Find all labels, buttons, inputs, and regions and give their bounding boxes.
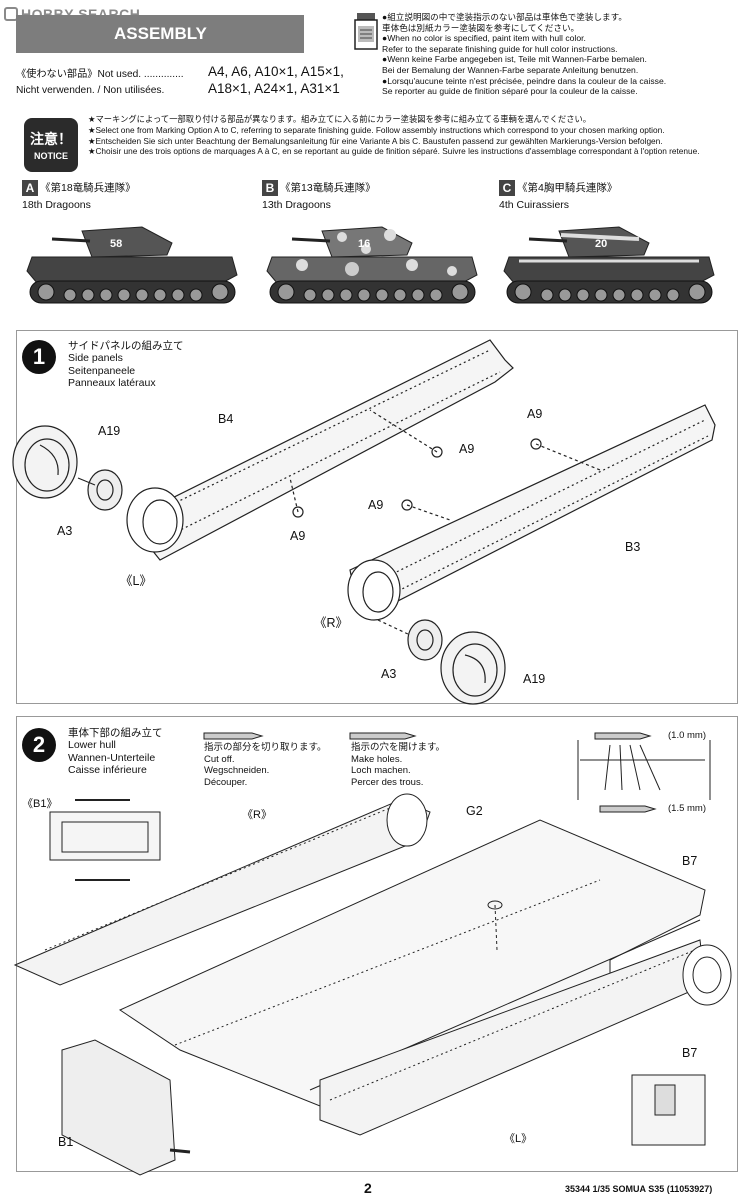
page-number: 2 (364, 1180, 372, 1196)
notice-line: ★Choisir une des trois options de marqua… (88, 146, 700, 157)
label-a19-left: A19 (98, 424, 121, 438)
step1-title: サイドパネルの組み立て Side panels Seitenpaneele Pa… (68, 340, 184, 390)
product-code: 35344 1/35 SOMUA S35 (11053927) (565, 1184, 713, 1194)
label-a9-mid: A9 (459, 442, 475, 456)
marking-letter: A (22, 180, 38, 196)
marking-option-a: A《第18竜騎兵連隊》 18th Dragoons (22, 180, 252, 211)
not-used-parts: A4, A6, A10×1, A15×1, A18×1, A24×1, A31×… (208, 63, 358, 97)
tank-turret-number: 58 (110, 238, 122, 250)
label-b4: B4 (218, 412, 234, 426)
step1-title-jp: サイドパネルの組み立て (68, 340, 184, 352)
step2-title-de: Wannen-Unterteile (68, 751, 156, 764)
assembly-title-bar: ASSEMBLY (16, 15, 304, 53)
not-used-line: 《使わない部品》Not used. .............. (16, 69, 184, 80)
cut-off-instruction: 指示の部分を切り取ります。 Cut off. Wegschneiden. Déc… (204, 742, 327, 788)
drill-size-1-5mm: (1.5 mm) (668, 803, 706, 814)
tank-turret-number: 16 (358, 238, 370, 250)
marking-letter: C (499, 180, 515, 196)
step1-title-en: Side panels (68, 352, 123, 365)
notice-text: ★マーキングによって一部取り付ける部品が異なります。組み立てに入る前にカラー塗装… (88, 114, 748, 157)
label-g2: G2 (466, 804, 483, 818)
notice-badge-en: NOTICE (33, 151, 68, 161)
step2-title-fr: Caisse inférieure (68, 764, 147, 777)
tank-illustration-b: 16 (266, 226, 478, 304)
step1-title-fr: Panneaux latéraux (68, 377, 156, 390)
label-b7: B7 (682, 854, 698, 868)
cut-de: Wegschneiden. (204, 765, 270, 776)
paint-note-line: ●Wenn keine Farbe angegeben ist, Teile m… (382, 54, 647, 65)
paint-note-line: Refer to the separate finishing guide fo… (382, 43, 618, 54)
marking-en: 18th Dragoons (22, 199, 91, 211)
notice-badge: 注意！ NOTICE (24, 118, 78, 172)
label-side-l: 《L》 (504, 1133, 533, 1145)
step2-number: 2 (22, 728, 56, 762)
not-used-label: 《使わない部品》Not used. .............. Nicht v… (16, 67, 184, 98)
tank-illustration-c: 20 (503, 226, 715, 304)
step2-title-en: Lower hull (68, 739, 116, 752)
marking-jp: 《第18竜騎兵連隊》 (40, 182, 136, 194)
marking-letter: B (262, 180, 278, 196)
label-a9-left-low: A9 (290, 529, 306, 543)
step1-title-de: Seitenpaneele (68, 364, 136, 377)
cut-en: Cut off. (204, 753, 235, 765)
label-a3-left: A3 (57, 524, 73, 538)
paint-note-line: Se reporter au guide de finition séparé … (382, 86, 638, 97)
notice-line: ★マーキングによって一部取り付ける部品が異なります。組み立てに入る前にカラー塗装… (88, 114, 592, 124)
watermark-logo-icon (4, 7, 18, 21)
label-b1: B1 (58, 1135, 74, 1149)
assembly-title: ASSEMBLY (114, 24, 207, 43)
not-used-line: Nicht verwenden. / Non utilisées. (16, 84, 165, 96)
step2-title: 車体下部の組み立て Lower hull Wannen-Unterteile C… (68, 727, 163, 777)
label-a3-right: A3 (381, 667, 397, 681)
marking-en: 13th Dragoons (262, 199, 331, 211)
notice-line: ★Select one from Marking Option A to C, … (88, 124, 665, 135)
paint-jar-icon (354, 13, 378, 50)
tank-turret-number: 20 (595, 238, 607, 250)
paint-note-line: ●When no color is specified, paint item … (382, 33, 586, 44)
label-b7-inset: B7 (682, 1046, 698, 1060)
make-holes-instruction: 指示の穴を開けます。 Make holes. Loch machen. Perc… (351, 742, 445, 788)
label-a9-right-top: A9 (527, 407, 543, 421)
label-side-r: 《R》 (314, 616, 349, 630)
marking-option-b: B《第13竜騎兵連隊》 13th Dragoons (262, 180, 492, 211)
label-a19-right: A19 (523, 672, 546, 686)
step2-title-jp: 車体下部の組み立て (68, 727, 163, 739)
cut-fr: Découper. (204, 776, 248, 788)
tank-illustration-a: 58 (26, 226, 238, 304)
notice-badge-jp: 注意！ (30, 131, 72, 147)
paint-notes: ●組立説明図の中で塗装指示のない部品は車体色で塗装します。 車体色は別紙カラー塗… (382, 12, 742, 97)
holes-fr: Percer des trous. (351, 776, 424, 788)
notice-line: ★Entscheiden Sie sich unter Beachtung de… (88, 135, 663, 146)
drill-size-1mm: (1.0 mm) (668, 730, 706, 741)
marking-jp: 《第4胸甲騎兵連隊》 (517, 182, 618, 194)
not-used-parts-line: A4, A6, A10×1, A15×1, (208, 64, 344, 79)
step1-box (16, 330, 738, 704)
label-b1-inset: 《B1》 (22, 798, 58, 810)
paint-note-line: ●組立説明図の中で塗装指示のない部品は車体色で塗装します。 (382, 12, 627, 22)
marking-jp: 《第13竜騎兵連隊》 (280, 182, 376, 194)
step1-number: 1 (22, 340, 56, 374)
paint-note-line: ●Lorsqu'aucune teinte n'est précisée, pe… (382, 75, 667, 86)
cut-jp: 指示の部分を切り取ります。 (204, 742, 327, 753)
marking-en: 4th Cuirassiers (499, 199, 570, 211)
label-a9-right-mid: A9 (368, 498, 384, 512)
holes-de: Loch machen. (351, 765, 411, 776)
marking-option-c: C《第4胸甲騎兵連隊》 4th Cuirassiers (499, 180, 729, 211)
paint-note-line: Bei der Bemalung der Wannen-Farbe separa… (382, 64, 639, 75)
not-used-parts-line: A18×1, A24×1, A31×1 (208, 81, 340, 96)
label-b3: B3 (625, 540, 641, 554)
label-side-l: 《L》 (120, 574, 152, 588)
holes-en: Make holes. (351, 753, 403, 765)
paint-note-line: 車体色は別紙カラー塗装図を参考にしてください。 (382, 22, 580, 33)
holes-jp: 指示の穴を開けます。 (351, 742, 446, 753)
label-side-r: 《R》 (242, 809, 272, 821)
